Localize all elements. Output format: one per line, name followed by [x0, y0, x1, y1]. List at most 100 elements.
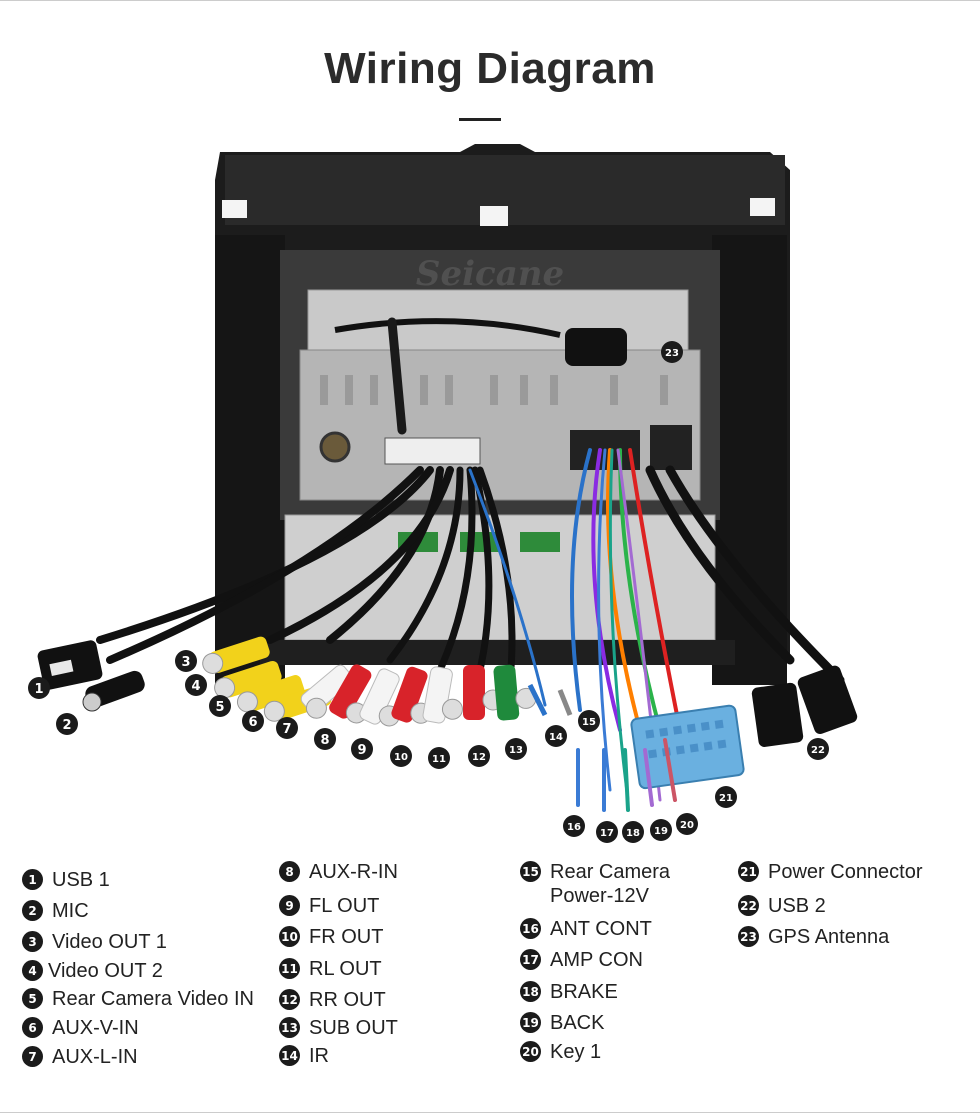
svg-text:20: 20 [680, 820, 694, 831]
legend-label: AUX-V-IN [52, 1017, 139, 1039]
svg-text:5: 5 [215, 700, 224, 715]
legend-badge: 19 [520, 1012, 541, 1033]
legend-badge: 23 [738, 926, 759, 947]
svg-text:10: 10 [394, 752, 408, 763]
svg-text:2: 2 [62, 718, 71, 733]
page-title: Wiring Diagram [324, 44, 656, 93]
legend-label: BACK [550, 1012, 605, 1034]
legend-badge: 4 [22, 960, 43, 981]
title-underline [459, 118, 501, 121]
legend-badge: 11 [279, 958, 300, 979]
wifi-antenna [387, 317, 407, 435]
svg-text:4: 4 [191, 679, 200, 694]
legend-item-4: 4 Video OUT 2 [22, 959, 163, 983]
frame-slot-right [750, 198, 775, 216]
radio-ant-socket [319, 431, 351, 463]
legend-label: AMP CON [550, 949, 643, 971]
legend-item-16: 16 ANT CONT [520, 917, 652, 941]
legend-label: RR OUT [309, 989, 386, 1011]
svg-text:17: 17 [600, 828, 614, 839]
photo-badge-22: 22 [807, 738, 829, 760]
legend-badge: 14 [279, 1045, 300, 1066]
top-divider [0, 0, 980, 1]
photo-badge-3: 3 [175, 650, 197, 672]
photo-badge-19: 19 [650, 819, 672, 841]
bracket-base [260, 640, 735, 665]
svg-text:23: 23 [665, 348, 679, 359]
photo-badge-4: 4 [185, 674, 207, 696]
legend-badge: 3 [22, 931, 43, 952]
chassis-body [299, 349, 701, 501]
photo-badge-17: 17 [596, 821, 618, 843]
rca-plugs [202, 636, 537, 727]
chassis-vents [320, 375, 668, 405]
legend-label: IR [309, 1045, 329, 1067]
frame-slot-left [222, 200, 247, 218]
legend-badge: 2 [22, 900, 43, 921]
photo-badge-2: 2 [56, 713, 78, 735]
legend-badge: 21 [738, 861, 759, 882]
legend-label: FR OUT [309, 926, 384, 948]
legend-badge: 18 [520, 981, 541, 1002]
legend-label: GPS Antenna [768, 926, 890, 948]
photo-badge-7: 7 [276, 717, 298, 739]
svg-text:12: 12 [472, 752, 486, 763]
photo-badge-16: 16 [563, 815, 585, 837]
legend-label: MIC [52, 900, 89, 922]
svg-text:9: 9 [357, 743, 366, 758]
svg-text:11: 11 [432, 754, 446, 765]
svg-text:1: 1 [34, 682, 43, 697]
svg-text:14: 14 [549, 732, 563, 743]
legend-badge: 8 [279, 861, 300, 882]
photo-badge-11: 11 [428, 747, 450, 769]
wire-bundle [96, 448, 845, 802]
legend-item-12: 12 RR OUT [279, 988, 386, 1012]
svg-text:19: 19 [654, 826, 668, 837]
legend-badge: 5 [22, 988, 43, 1009]
legend-item-20: 20 Key 1 [520, 1040, 601, 1064]
photo-badge-15: 15 [578, 710, 600, 732]
usb-harness-socket [650, 425, 692, 470]
legend-label: Rear Camera [550, 861, 671, 883]
legend-badge: 12 [279, 989, 300, 1010]
legend-item-11: 11 RL OUT [279, 957, 382, 981]
legend-badge: 17 [520, 949, 541, 970]
legend-item-5: 5 Rear Camera Video IN [22, 987, 254, 1011]
watermark-brand: Seicane [416, 254, 564, 294]
svg-text:7: 7 [282, 722, 291, 737]
bracket-clip-3 [520, 532, 560, 552]
legend-label: FL OUT [309, 895, 380, 917]
legend-badge: 15 [520, 861, 541, 882]
photo-badge-5: 5 [209, 695, 231, 717]
legend-item-9: 9 FL OUT [279, 894, 379, 918]
photo-badge-1: 1 [28, 677, 50, 699]
legend-label: Power Connector [768, 861, 923, 883]
legend-item-1: 1 USB 1 [22, 868, 110, 892]
legend-item-3: 3 Video OUT 1 [22, 930, 167, 954]
legend-label: BRAKE [550, 981, 618, 1003]
photo-badge-9: 9 [351, 738, 373, 760]
legend-badge: 10 [279, 926, 300, 947]
photo-badge-6: 6 [242, 710, 264, 732]
head-unit-illustration: Seicane [28, 144, 858, 843]
legend-badge: 16 [520, 918, 541, 939]
chassis-top [307, 289, 689, 351]
power-connector-pins [645, 719, 727, 759]
legend-item-2: 2 MIC [22, 899, 89, 923]
svg-text:3: 3 [181, 655, 190, 670]
legend-label: USB 1 [52, 869, 110, 891]
photo-badge-23: 23 [661, 341, 683, 363]
legend-label-group: Rear Camera Power-12V [550, 860, 670, 908]
usb2-plug-a [751, 682, 804, 747]
ir-wire-end [527, 683, 548, 717]
legend-label: AUX-L-IN [52, 1046, 138, 1068]
legend-label: RL OUT [309, 958, 382, 980]
photo-badge-10: 10 [390, 745, 412, 767]
svg-text:22: 22 [811, 745, 825, 756]
legend-item-8: 8 AUX-R-IN [279, 860, 398, 884]
usb1-port [49, 659, 74, 677]
legend-item-19: 19 BACK [520, 1011, 604, 1035]
legend-label: Rear Camera Video IN [52, 988, 254, 1010]
legend-item-6: 6 AUX-V-IN [22, 1016, 139, 1040]
legend-label: Video OUT 2 [48, 960, 163, 982]
